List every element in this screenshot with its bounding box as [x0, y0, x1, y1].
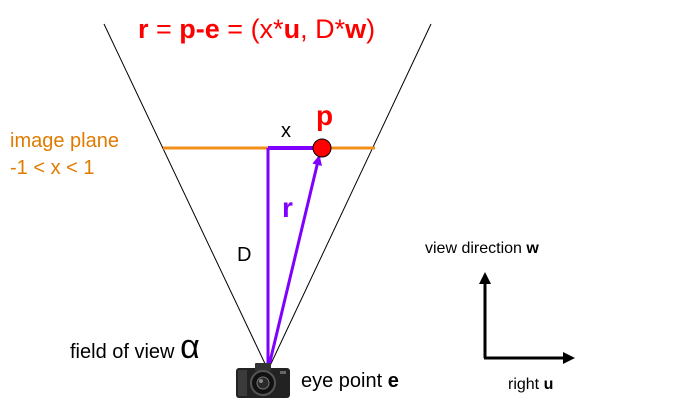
x-label: x [281, 120, 291, 142]
frustum-left-line [103, 23, 269, 371]
eq-part: ) [366, 14, 376, 44]
image-plane-line2: -1 < x < 1 [10, 157, 95, 179]
image-plane-line1: image plane [10, 130, 119, 152]
view-dir-var: w [526, 240, 539, 257]
equation-title: r = p-e = (x*u, D*w) [138, 14, 375, 45]
right-text: right [508, 376, 544, 393]
alpha-symbol: α [180, 328, 200, 366]
right-label: right u [508, 376, 553, 394]
fov-text: field of view [70, 341, 181, 363]
right-var: u [543, 376, 554, 393]
eq-pe: p-e [179, 14, 220, 44]
eq-part: = (x* [219, 14, 284, 44]
r-vector [266, 155, 322, 371]
p-label: p [316, 100, 334, 131]
eq-part: , D* [300, 14, 346, 44]
image-plane-label: image plane -1 < x < 1 [10, 128, 119, 182]
r-label: r [282, 192, 293, 223]
eye-var: e [387, 370, 399, 392]
d-label: D [237, 244, 252, 266]
view-dir-text: view direction [425, 240, 527, 257]
eq-r: r [138, 14, 149, 44]
eq-u: u [283, 14, 301, 44]
eye-point-label: eye point e [301, 370, 399, 393]
point-p [312, 138, 332, 158]
eq-part: = [148, 14, 180, 44]
eq-w: w [345, 14, 367, 44]
camera-icon [236, 363, 290, 398]
view-direction-label: view direction w [425, 240, 539, 258]
frustum-right-line [267, 23, 432, 371]
eye-text: eye point [301, 370, 388, 392]
field-of-view-label: field of view α [70, 328, 200, 367]
